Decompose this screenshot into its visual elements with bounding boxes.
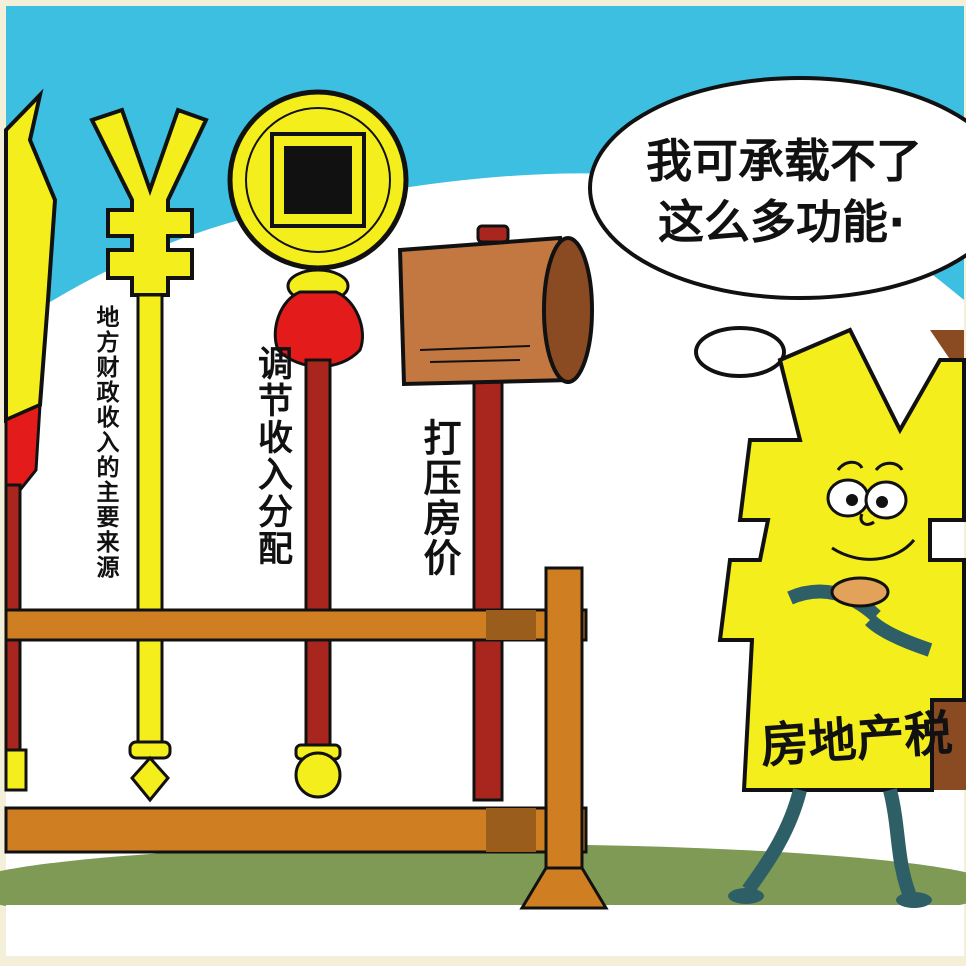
speech-bubble [588,76,966,378]
yen-scepter [89,107,209,803]
ground-bottom [6,905,964,956]
label-local-finance: 地方财政收入的主要来源 [92,305,118,580]
hammer [397,224,594,802]
left-edge-object [3,88,58,792]
coin-scepter [227,89,409,799]
label-property-tax: 房地产税 [758,705,955,775]
speech-line-1: 我可承载不了 [646,134,922,188]
speech-line-2: 这么多功能· [658,195,906,249]
fence [4,566,609,910]
label-income-distribution: 调节收入分配 [252,345,292,567]
yen-character [717,327,966,908]
label-suppress-prices: 打压房价 [417,418,461,578]
